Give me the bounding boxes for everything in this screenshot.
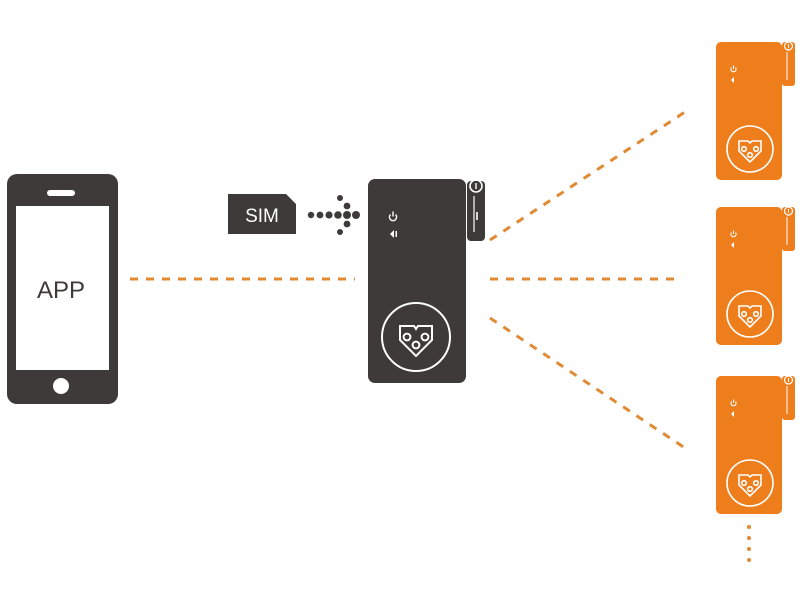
power-icon <box>730 65 737 73</box>
master-to-slave-3-line <box>489 316 689 452</box>
antenna-icon <box>782 41 795 86</box>
sim-card-shape <box>228 194 296 234</box>
signal-icon <box>390 230 397 238</box>
slave-plug-body <box>716 207 782 345</box>
phone-screen <box>16 206 109 370</box>
slave-plug-2 <box>716 206 795 345</box>
swiss-socket-icon <box>726 290 774 338</box>
sim-label: SIM <box>245 206 279 227</box>
master-smart-plug <box>368 179 485 383</box>
swiss-socket-icon <box>726 459 774 507</box>
signal-icon <box>731 77 734 83</box>
power-icon <box>730 399 737 407</box>
swiss-socket-icon <box>726 125 774 173</box>
smartphone: APP <box>7 174 118 404</box>
power-icon <box>730 230 737 238</box>
connection-lines <box>130 108 689 452</box>
phone-speaker <box>47 190 75 196</box>
slave-plug-1 <box>716 41 795 180</box>
antenna-icon <box>782 375 795 420</box>
dotted-arrow-icon <box>307 195 360 235</box>
antenna-icon <box>467 179 485 241</box>
signal-icon <box>731 411 734 417</box>
slave-plug-body <box>716 42 782 180</box>
slave-plug-body <box>716 376 782 514</box>
app-label: APP <box>37 277 85 304</box>
antenna-icon <box>782 206 795 251</box>
swiss-socket-icon <box>381 302 451 372</box>
power-icon <box>388 211 398 222</box>
sim-card: SIM <box>228 194 296 234</box>
slave-plug-3 <box>716 375 795 514</box>
master-plug-body <box>368 179 466 383</box>
master-to-slave-1-line <box>489 108 689 242</box>
ellipsis-vertical-icon <box>747 525 751 562</box>
phone-home-button <box>53 378 69 394</box>
signal-icon <box>731 242 734 248</box>
